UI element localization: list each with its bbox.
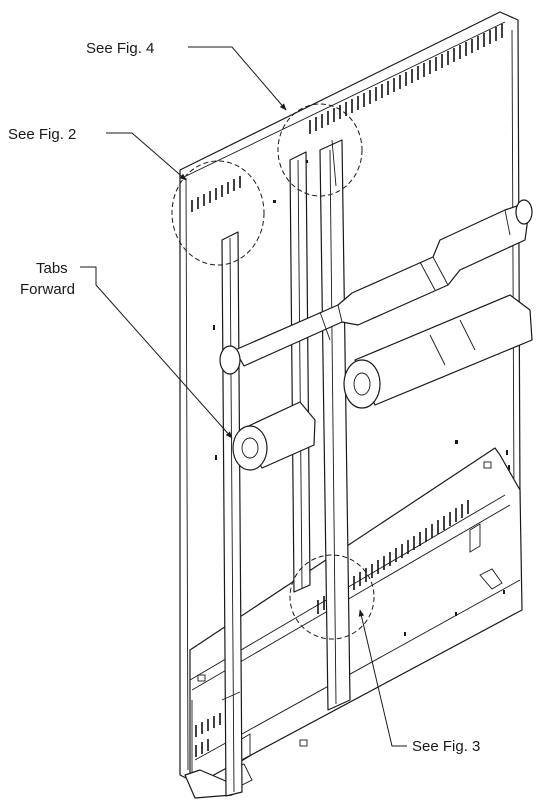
- fig3-callout-circle: [289, 554, 375, 640]
- fig3-leader: [358, 609, 407, 747]
- center-rail: [289, 139, 351, 711]
- tabs-leader: [80, 266, 233, 439]
- see-fig-4-label: See Fig. 4: [86, 40, 154, 57]
- right-can: [343, 294, 533, 409]
- left-can: [232, 401, 316, 471]
- tabs-label: Tabs: [36, 260, 68, 277]
- fig4-callout-circle: [277, 103, 363, 197]
- upper-bottle: [219, 199, 533, 375]
- fig2-leader: [106, 132, 187, 181]
- fig4-leader: [188, 46, 287, 111]
- forward-label: Forward: [20, 281, 75, 298]
- see-fig-3-label: See Fig. 3: [412, 738, 480, 755]
- see-fig-2-label: See Fig. 2: [8, 126, 76, 143]
- left-rail: [221, 231, 243, 797]
- fig2-callout-circle: [171, 160, 265, 266]
- upper-left-teeth: [191, 176, 241, 212]
- top-edge-teeth: [309, 24, 503, 134]
